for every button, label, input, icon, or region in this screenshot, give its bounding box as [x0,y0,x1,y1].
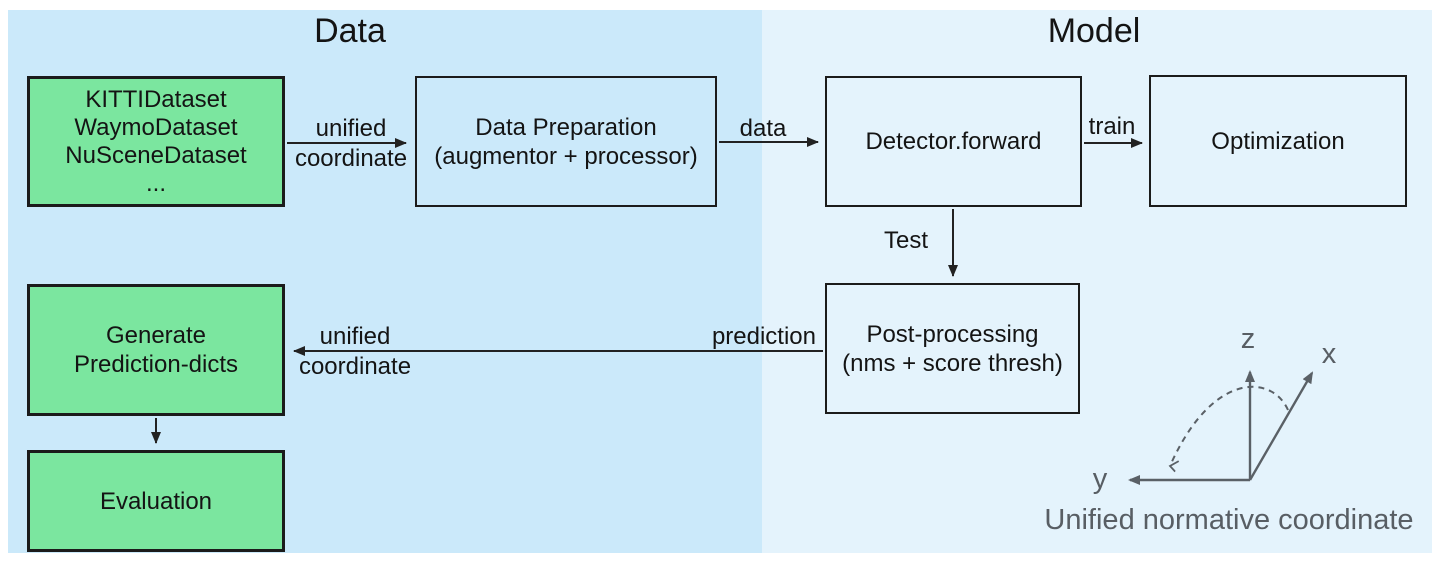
detector-forward-label: Detector.forward [865,128,1042,155]
train-arrow-label: train [1088,113,1136,140]
axes-caption: Unified normative coordinate [1044,504,1414,536]
data-preparation-box: Data Preparation (augmentor + processor) [415,76,717,207]
data-section-title: Data [314,12,386,50]
unified-coordinate-out-line1: unified [319,323,391,350]
z-axis-label: z [1240,323,1256,355]
unified-coordinate-in-label: unified coordinate [295,114,407,174]
data-preparation-title: Data Preparation [475,113,657,141]
y-axis-label: y [1092,463,1108,495]
unified-coordinate-in-line2: coordinate [294,145,408,172]
prediction-arrow-label: prediction [711,323,816,350]
post-processing-box: Post-processing (nms + score thresh) [825,283,1080,414]
unified-coordinate-out-label: unified coordinate [299,322,411,382]
datasets-box: KITTIDataset WaymoDataset NuSceneDataset… [27,76,285,207]
model-section-panel [762,10,1432,553]
optimization-box: Optimization [1149,75,1407,207]
data-arrow-label: data [739,115,787,142]
test-arrow-label: Test [883,227,929,254]
evaluation-label: Evaluation [99,487,213,515]
model-section-title: Model [1047,12,1141,50]
datasets-line-1: KITTIDataset [85,85,227,113]
datasets-line-4: ... [145,169,166,197]
generate-prediction-line-1: Generate [105,322,207,349]
detector-forward-box: Detector.forward [825,76,1082,207]
unified-coordinate-out-line2: coordinate [298,353,412,380]
generate-prediction-dicts-box: Generate Prediction-dicts [27,284,285,416]
data-preparation-subtitle: (augmentor + processor) [434,142,698,170]
datasets-line-3: NuSceneDataset [65,141,247,169]
unified-coordinate-in-line1: unified [315,115,387,142]
datasets-line-2: WaymoDataset [74,113,238,141]
post-processing-title: Post-processing [866,320,1039,348]
post-processing-subtitle: (nms + score thresh) [842,349,1063,377]
optimization-label: Optimization [1211,127,1345,155]
x-axis-label: x [1321,338,1337,370]
generate-prediction-line-2: Prediction-dicts [73,351,239,378]
evaluation-box: Evaluation [27,450,285,552]
